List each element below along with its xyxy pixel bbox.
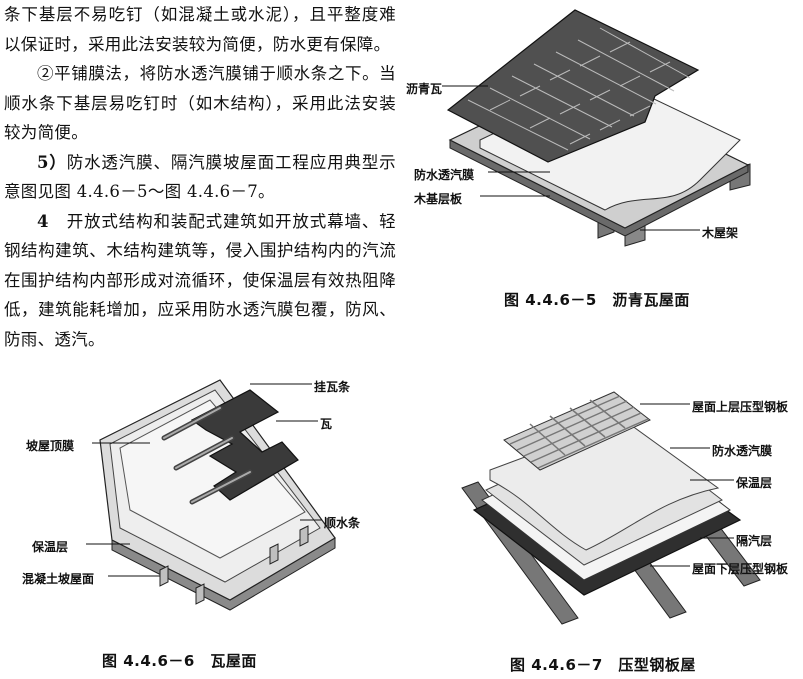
paragraph-4: 4 开放式结构和装配式建筑如开放式幕墙、轻钢结构建筑、木结构建筑等，侵入围护结构… [4,207,396,355]
label-lower-steel-plate: 屋面下层压型钢板 [692,562,789,576]
paragraph-3-text: 防水透汽膜、隔汽膜坡屋面工程应用典型示意图见图 4.4.6－5～图 4.4.6－… [4,152,396,202]
label-concrete-slope-roof: 混凝土坡屋面 [22,572,95,586]
figure-caption-4-4-6-6: 图 4.4.6－6 瓦屋面 [102,652,257,670]
label-tile-batten: 挂瓦条 [314,380,351,394]
label-wood-board: 木基层板 [414,192,463,206]
label-asphalt-shingle: 沥青瓦 [406,82,443,96]
asphalt-shingle-roof-illustration [442,9,751,247]
label-upper-steel-plate: 屋面上层压型钢板 [692,400,789,414]
label-insulation: 保温层 [32,540,69,554]
profiled-steel-roof-illustration [461,391,761,625]
figure-caption-4-4-6-7: 图 4.4.6－7 压型钢板屋 [510,656,696,674]
item-number-4: 4 [37,211,49,231]
paragraph-1: 条下基层不易吃钉（如混凝土或水泥），且平整度难以保证时，采用此法安装较为简便，防… [4,5,396,54]
paragraph-3: 5）防水透汽膜、隔汽膜坡屋面工程应用典型示意图见图 4.4.6－5～图 4.4.… [4,148,396,207]
label-roof-top-film: 坡屋顶膜 [26,439,75,453]
figure-caption-4-4-6-5: 图 4.4.6－5 沥青瓦屋面 [504,291,690,309]
label-wood-truss: 木屋架 [702,226,739,240]
label-waterproof-membrane: 防水透汽膜 [414,168,475,182]
paragraph-4-text: 开放式结构和装配式建筑如开放式幕墙、轻钢结构建筑、木结构建筑等，侵入围护结构内的… [4,211,396,349]
item-number-5: 5） [37,152,67,172]
label-tile: 瓦 [320,417,333,431]
figure-tile-roof: 挂瓦条 瓦 坡屋顶膜 顺水条 保温层 混凝土坡屋面 图 4.4.6－6 瓦屋面 [0,360,400,679]
paragraph-2: ②平铺膜法，将防水透汽膜铺于顺水条之下。当顺水条下基层易吃钉时（如木结构），采用… [4,64,396,142]
figure-asphalt-shingle-roof: 沥青瓦 防水透汽膜 木基层板 木屋架 图 4.4.6－5 沥青瓦屋面 [400,0,803,330]
tile-roof-illustration [86,379,336,611]
label-insulation-7: 保温层 [736,476,773,490]
label-vapor-barrier: 隔汽层 [736,534,773,548]
body-text: 条下基层不易吃钉（如混凝土或水泥），且平整度难以保证时，采用此法安装较为简便，防… [4,0,396,354]
label-counter-batten: 顺水条 [324,516,361,530]
label-waterproof-membrane-7: 防水透汽膜 [712,444,773,458]
figure-profiled-steel-roof: 屋面上层压型钢板 防水透汽膜 保温层 隔汽层 屋面下层压型钢板 图 4.4.6－… [400,360,803,679]
